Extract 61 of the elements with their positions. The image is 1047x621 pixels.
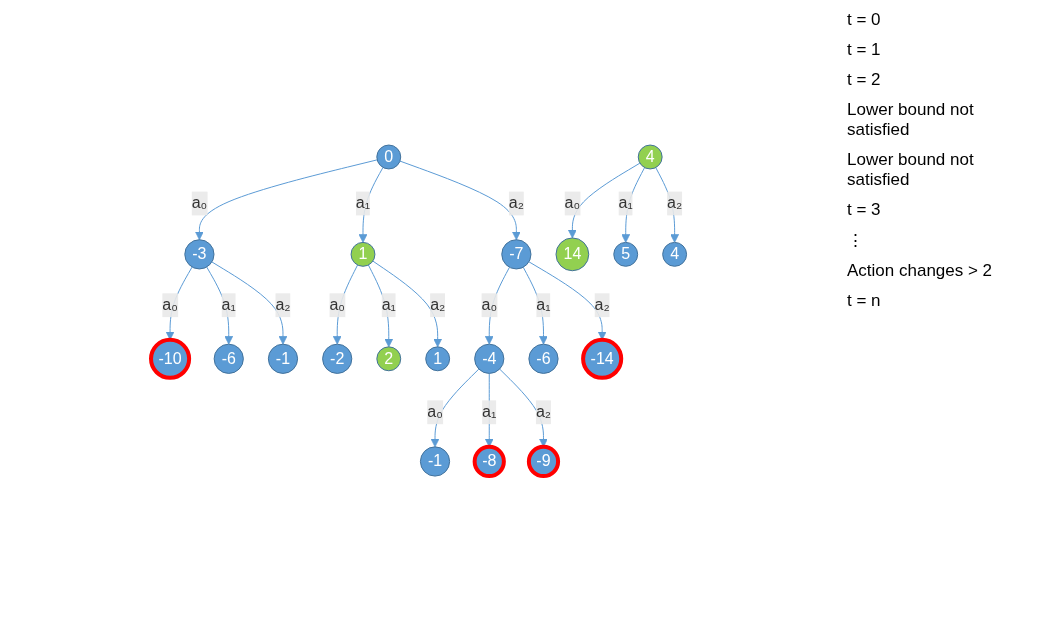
edge-label: a₁ — [221, 296, 236, 314]
node-circle: 4 — [661, 241, 687, 267]
arrow — [358, 166, 384, 243]
edge-label: a₁ — [618, 194, 633, 212]
edge-label: a₀ — [426, 403, 443, 421]
arrow — [332, 264, 358, 345]
node-circle: -1 — [419, 446, 450, 477]
node-circle: -10 — [148, 337, 191, 380]
note-text: Lower bound not satisfied — [847, 150, 975, 190]
edge-label: a₂ — [594, 296, 610, 314]
node-circle: 14 — [555, 237, 589, 272]
note-text: ⋮ — [847, 230, 865, 251]
node-circle: -1 — [267, 343, 298, 374]
edge-label: a₀ — [564, 194, 580, 212]
node-circle: 2 — [376, 346, 401, 372]
node-circle: 0 — [376, 144, 401, 170]
arrow — [567, 162, 641, 239]
edge-label: a₁ — [481, 403, 497, 421]
edge-label: a₂ — [275, 296, 291, 314]
note-text: t = 2 — [847, 70, 882, 90]
arrow — [621, 167, 645, 243]
edge-label: a₂ — [508, 194, 524, 212]
edge-label: a₀ — [481, 296, 497, 314]
arrow — [211, 261, 288, 345]
edge-label: a₀ — [329, 296, 345, 314]
edge-label: a₀ — [162, 296, 178, 314]
note-text: Lower bound not satisfied — [847, 100, 975, 140]
note-text: t = 3 — [847, 200, 882, 220]
arrow — [367, 264, 393, 348]
edge-label: a₀ — [191, 194, 207, 212]
note-text: t = n — [847, 291, 882, 311]
arrow — [484, 266, 510, 345]
arrow — [430, 368, 480, 448]
edge-label: a₂ — [429, 296, 445, 314]
arrow — [399, 160, 521, 241]
node-circle: -4 — [473, 343, 505, 374]
node-circle: 5 — [613, 241, 638, 267]
arrow — [654, 167, 679, 243]
edge-label: a₂ — [666, 194, 682, 212]
node-circle: -7 — [500, 239, 532, 270]
node-circle: -6 — [213, 343, 244, 374]
note-text: t = 0 — [847, 10, 882, 30]
node-circle: -9 — [526, 444, 560, 479]
edge-label: a₁ — [536, 296, 551, 314]
node-circle: 4 — [637, 144, 663, 170]
edge-label: a₁ — [355, 194, 370, 212]
node-circle: 1 — [424, 346, 450, 372]
arrow — [498, 368, 548, 448]
edge-label: a₂ — [535, 403, 551, 421]
note-text: t = 1 — [847, 40, 882, 60]
node-circle: -14 — [580, 337, 623, 380]
node-circle: 1 — [350, 241, 376, 267]
node-circle: -2 — [321, 343, 353, 374]
arrow — [522, 266, 548, 345]
node-circle: -6 — [528, 343, 559, 374]
note-text: Action changes > 2 — [847, 261, 994, 281]
edge-label: a₁ — [381, 296, 396, 314]
arrow — [372, 260, 442, 348]
node-circle: -3 — [184, 239, 215, 270]
arrow — [194, 159, 378, 241]
node-circle: -8 — [472, 444, 506, 479]
